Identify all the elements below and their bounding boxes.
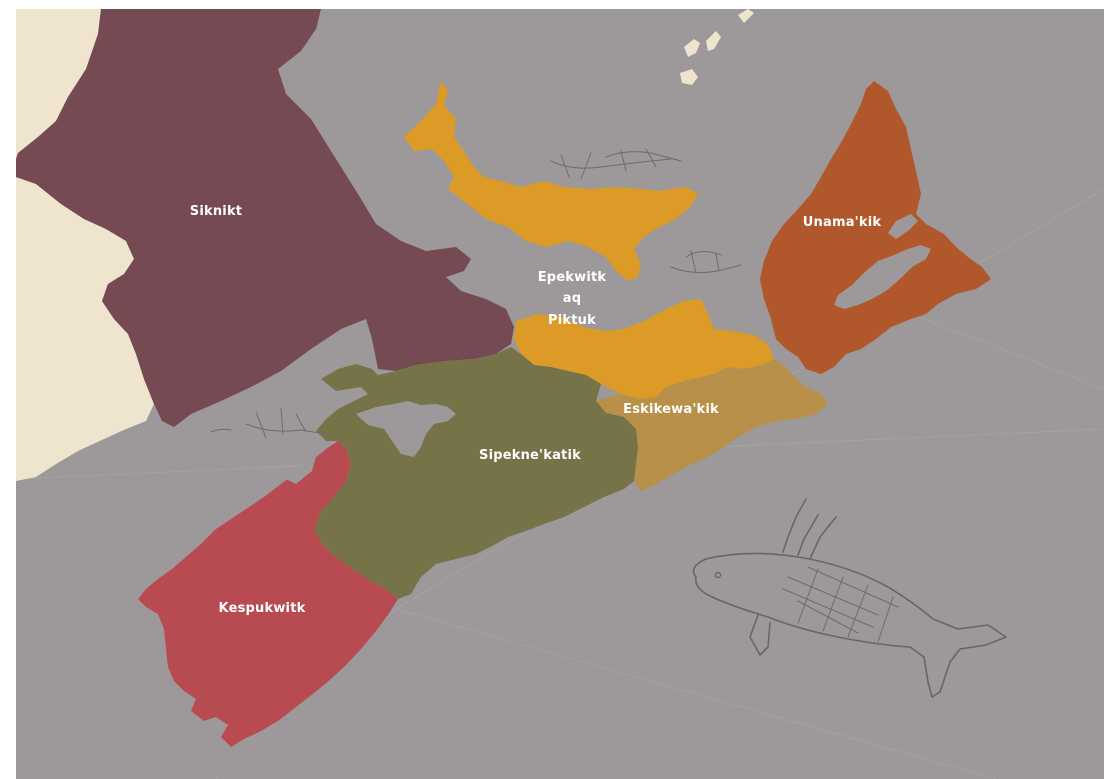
island (738, 9, 754, 23)
fundy-shore (286, 457, 316, 484)
label-epekwitk-line1: Epekwitk (538, 270, 607, 285)
label-epekwitk-line3: Piktuk (548, 313, 596, 328)
island (684, 39, 700, 57)
label-unamakik: Unama'kik (803, 215, 882, 230)
canoe-sketch-icon (550, 148, 682, 180)
mikmaki-districts-map: Siknikt Epekwitk aq Piktuk Unama'kik Esk… (16, 9, 1104, 779)
island (706, 31, 721, 51)
bras-dor-lake (834, 245, 931, 309)
mainland-land (16, 9, 101, 159)
region-eskikewakik (596, 359, 828, 491)
bras-dor-lake-arm (888, 214, 918, 239)
label-sipeknekatik: Sipekne'katik (479, 448, 581, 463)
label-siknikt: Siknikt (190, 204, 242, 219)
island (680, 69, 698, 85)
label-epekwitk-line2: aq (563, 291, 581, 306)
region-piktuk (514, 299, 774, 399)
region-siknikt (16, 9, 514, 427)
label-kespukwitk: Kespukwitk (219, 601, 306, 616)
region-unamakik (760, 81, 991, 374)
fish-sketch-icon (210, 407, 327, 439)
mainland-land-lower (16, 177, 154, 481)
label-eskikewakik: Eskikewa'kik (623, 402, 719, 417)
boat-sketch-icon (670, 250, 742, 274)
region-epekwitk (404, 81, 698, 281)
region-kespukwitk (138, 441, 398, 747)
whale-sketch-icon (692, 498, 1007, 698)
minas-basin (356, 401, 456, 457)
